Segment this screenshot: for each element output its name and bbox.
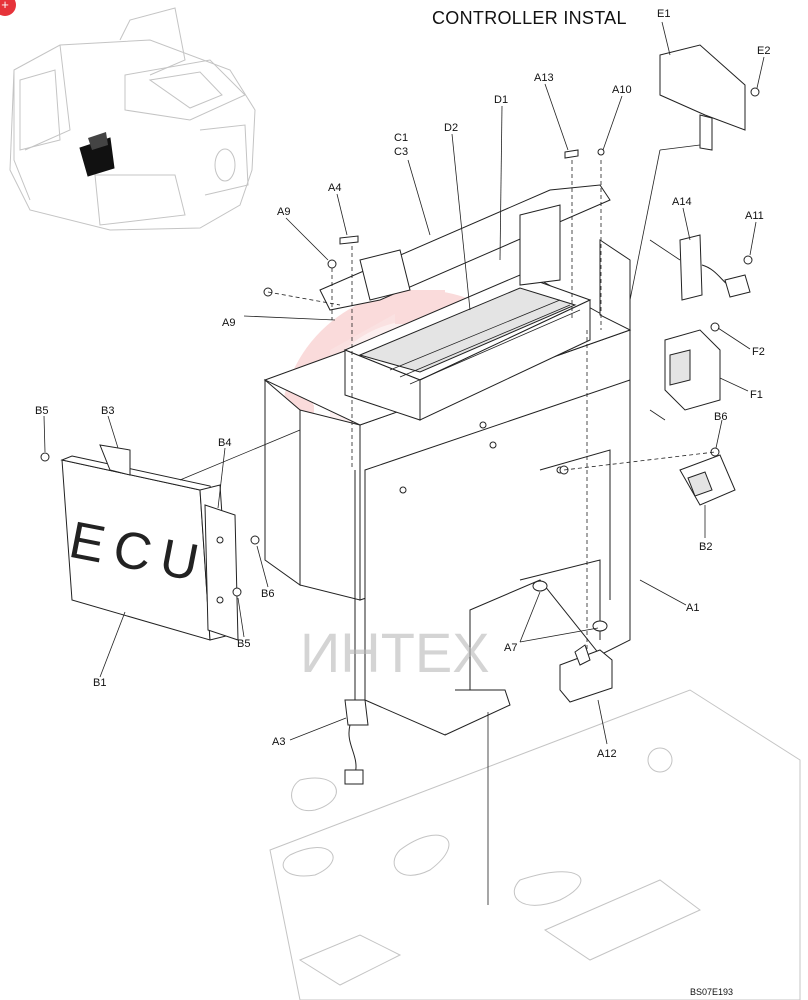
callout-label: A9 — [277, 206, 290, 218]
callout-label: B5 — [35, 405, 48, 417]
page-title: CONTROLLER INSTAL — [432, 8, 627, 28]
callout-label: B6 — [261, 588, 274, 600]
controller-tray — [319, 184, 631, 421]
callout-label: B4 — [218, 437, 231, 449]
switch-a3 — [344, 470, 369, 785]
document-id: BS07E193 — [690, 987, 734, 997]
callout-label: B5 — [237, 638, 250, 650]
callout-label: A4 — [328, 182, 341, 194]
connector-a14 — [679, 234, 751, 301]
callout-label: D1 — [494, 94, 508, 106]
callout-label: C3 — [394, 146, 408, 158]
callout-label: B1 — [93, 677, 106, 689]
bolt-icons — [40, 87, 760, 597]
callout-label: A12 — [597, 748, 617, 760]
callout-label: F2 — [752, 346, 765, 358]
callout-label: B6 — [714, 411, 727, 423]
floor-plate — [269, 689, 801, 1000]
callout-label: A9 — [222, 317, 235, 329]
relay-f1 — [664, 329, 721, 411]
callout-label: B3 — [101, 405, 114, 417]
callout-label: B2 — [699, 541, 712, 553]
callout-label: A7 — [504, 642, 517, 654]
callout-label: A11 — [745, 210, 764, 222]
callout-label: F1 — [750, 389, 763, 401]
callout-label: C1 — [394, 132, 408, 144]
badge-icon[interactable]: + — [0, 0, 16, 16]
bracket-b2 — [679, 454, 736, 506]
callout-label: A10 — [612, 84, 632, 96]
callout-label: A3 — [272, 736, 285, 748]
callout-label: E2 — [757, 45, 770, 57]
callout-label: A1 — [686, 602, 699, 614]
excavator-thumbnail — [9, 7, 256, 231]
callout-label: E1 — [657, 8, 670, 20]
watermark-text: ИНТЕХ — [300, 621, 490, 684]
block-a12 — [559, 644, 613, 703]
bracket-b4 — [204, 504, 239, 641]
module-e1 — [659, 44, 746, 151]
callout-labels: E1 E2 A13 A10 D1 D2 C1 C3 A4 A9 A9 A14 A… — [35, 8, 770, 760]
callout-label: D2 — [444, 122, 458, 134]
leader-lines — [43, 21, 765, 905]
callout-label: A13 — [534, 72, 554, 84]
callout-label: A14 — [672, 196, 692, 208]
